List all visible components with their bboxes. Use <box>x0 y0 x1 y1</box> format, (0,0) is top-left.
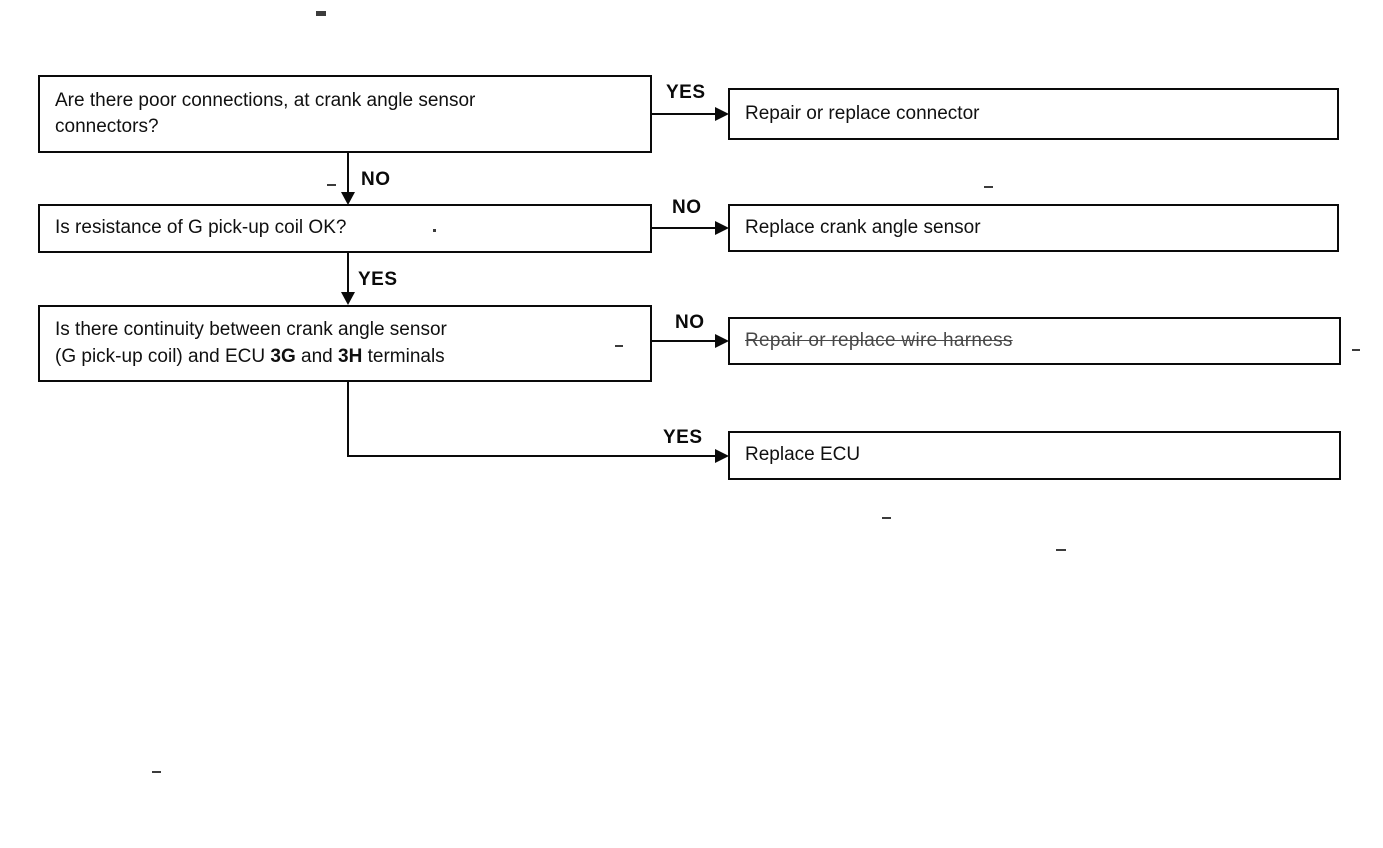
label-no-q2-a2: NO <box>672 197 702 218</box>
question-text: (G pick-up coil) and ECU 3G and 3H termi… <box>55 344 635 370</box>
scan-artifact <box>1056 549 1066 551</box>
action-text: Repair or replace wire harness <box>745 329 1013 351</box>
arrowhead-q2-to-q3 <box>341 292 355 305</box>
question-box-continuity: Is there continuity between crank angle … <box>38 305 652 382</box>
terminal-3g-label: 3G <box>270 345 296 367</box>
question-text-part: terminals <box>362 345 445 367</box>
question-text-part: (G pick-up coil) and ECU <box>55 345 271 367</box>
question-text: Are there poor connections, at crank ang… <box>55 89 476 111</box>
question-box-poor-connections: Are there poor connections, at crank ang… <box>38 75 652 153</box>
scan-artifact <box>316 11 326 16</box>
arrowhead-q1-to-a1 <box>715 107 729 121</box>
action-text: Repair or replace connector <box>745 102 980 124</box>
action-box-repair-harness: Repair or replace wire harness <box>728 317 1341 365</box>
arrowhead-q3-to-a4 <box>715 449 729 463</box>
scan-artifact <box>984 186 993 188</box>
label-no-q3-a3: NO <box>675 312 705 333</box>
scan-artifact <box>615 345 623 347</box>
action-text: Replace crank angle sensor <box>745 216 981 238</box>
scan-artifact <box>882 517 891 519</box>
action-box-replace-ecu: Replace ECU <box>728 431 1341 480</box>
label-no-q1-q2: NO <box>361 169 391 190</box>
scan-artifact <box>327 184 336 186</box>
terminal-3h-label: 3H <box>338 345 363 367</box>
label-yes-q3-a4: YES <box>663 427 703 448</box>
question-text-part: and <box>295 345 339 367</box>
scan-artifact <box>1352 349 1360 351</box>
label-yes-q2-q3: YES <box>358 269 398 290</box>
scan-artifact <box>433 229 436 232</box>
scan-artifact <box>152 771 161 773</box>
question-text: Is resistance of G pick-up coil OK? <box>55 217 347 239</box>
question-text: Is there continuity between crank angle … <box>55 319 447 341</box>
label-yes-q1-a1: YES <box>666 82 706 103</box>
arrowhead-q2-to-a2 <box>715 221 729 235</box>
question-box-g-pickup-resistance: Is resistance of G pick-up coil OK? <box>38 204 652 253</box>
question-text: connectors? <box>55 116 159 137</box>
arrowhead-q3-to-a3 <box>715 334 729 348</box>
action-box-replace-sensor: Replace crank angle sensor <box>728 204 1339 252</box>
action-text: Replace ECU <box>745 444 861 466</box>
action-box-repair-connector: Repair or replace connector <box>728 88 1339 140</box>
